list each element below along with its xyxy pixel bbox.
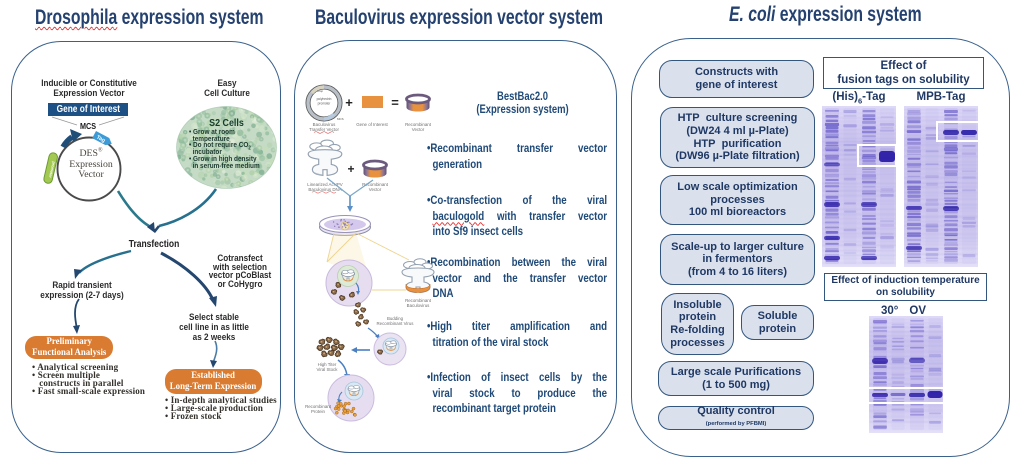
svg-text:=: =: [391, 95, 399, 110]
svg-text:Transfer Vector: Transfer Vector: [309, 127, 339, 132]
svg-text:Recombinant: Recombinant: [405, 122, 432, 127]
svg-text:promoter: promoter: [318, 102, 332, 106]
svg-text:Baculovirus: Baculovirus: [407, 303, 430, 308]
svg-text:+: +: [347, 162, 354, 176]
svg-text:polyhedrin: polyhedrin: [317, 97, 332, 101]
svg-text:Recombinant Virus: Recombinant Virus: [376, 321, 414, 326]
svg-text:Amp: Amp: [317, 89, 324, 93]
svg-text:MCS: MCS: [337, 117, 344, 121]
svg-text:High Titer: High Titer: [318, 362, 337, 367]
svg-text:Linearized AcNPV: Linearized AcNPV: [307, 182, 342, 187]
svg-text:+: +: [345, 95, 353, 110]
svg-text:Vector: Vector: [412, 127, 425, 132]
svg-text:promoter: promoter: [48, 161, 56, 179]
svg-text:Baculovirus: Baculovirus: [313, 122, 336, 127]
svg-text:Recombinant: Recombinant: [405, 298, 432, 303]
svg-text:Viral Stock: Viral Stock: [317, 367, 339, 372]
svg-text:Protein: Protein: [311, 409, 325, 414]
svg-text:Tag: Tag: [95, 135, 106, 145]
svg-text:Baculovirus DNA: Baculovirus DNA: [308, 187, 341, 192]
svg-text:Budding: Budding: [387, 316, 404, 321]
svg-text:Recombinant: Recombinant: [305, 404, 332, 409]
svg-text:Vector: Vector: [369, 187, 382, 192]
svg-text:Gene of Interest: Gene of Interest: [356, 122, 388, 127]
svg-text:Recombinant: Recombinant: [362, 182, 389, 187]
